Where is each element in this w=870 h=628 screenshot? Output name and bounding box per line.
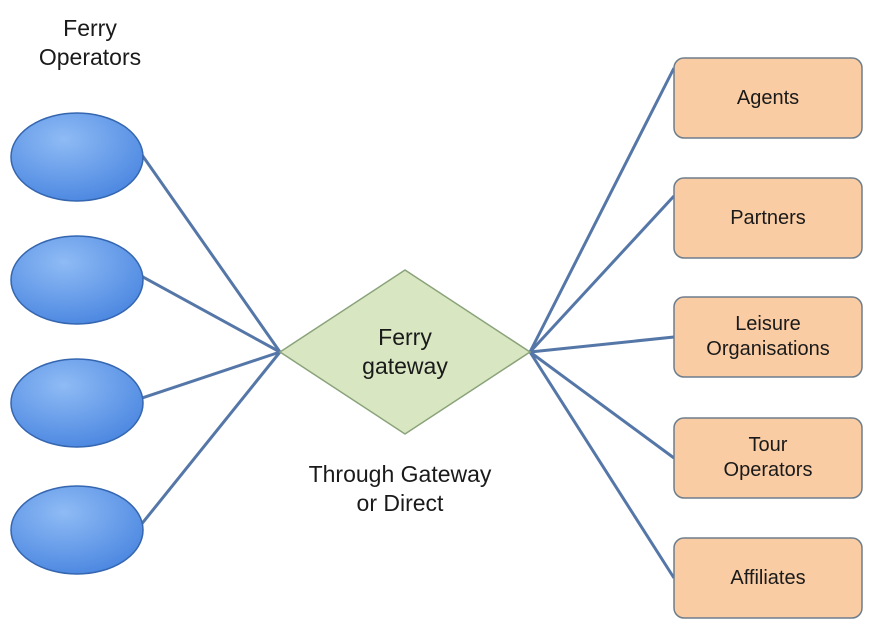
channel-box [673, 177, 863, 259]
ferry-operator-ellipse [10, 358, 144, 448]
ferry-gateway-diamond [278, 269, 532, 435]
connector-line [529, 335, 675, 354]
channel-box-label: Tour Operators [723, 434, 813, 481]
channel-box-label: Agents [736, 86, 800, 109]
connector-line [139, 350, 281, 401]
channel-box [673, 57, 863, 139]
channel-box [673, 296, 863, 378]
ferry-operator-ellipse [10, 485, 144, 575]
channel-box-label: Partners [730, 206, 806, 229]
ferry-operator-ellipse [10, 235, 144, 325]
connector-line [528, 67, 676, 353]
channel-box [673, 537, 863, 619]
connector-line [139, 351, 282, 527]
connector-line [139, 151, 282, 353]
connector-line [528, 351, 676, 579]
ferry-operator-nodes [10, 112, 144, 575]
channel-box [673, 417, 863, 499]
connector-lines [139, 67, 676, 579]
connector-line [139, 274, 281, 354]
channel-box-label: Leisure Organisations [706, 313, 830, 360]
ferry-operator-ellipse [10, 112, 144, 202]
ferry-gateway-label: Ferry gateway [362, 324, 448, 379]
channel-boxes [673, 57, 863, 619]
channel-box-label: Affiliates [730, 566, 806, 589]
connector-line [528, 194, 676, 354]
connector-line [529, 350, 675, 460]
gateway-caption: Through Gateway or Direct [308, 461, 492, 516]
ferry-operators-title: Ferry Operators [38, 15, 142, 70]
